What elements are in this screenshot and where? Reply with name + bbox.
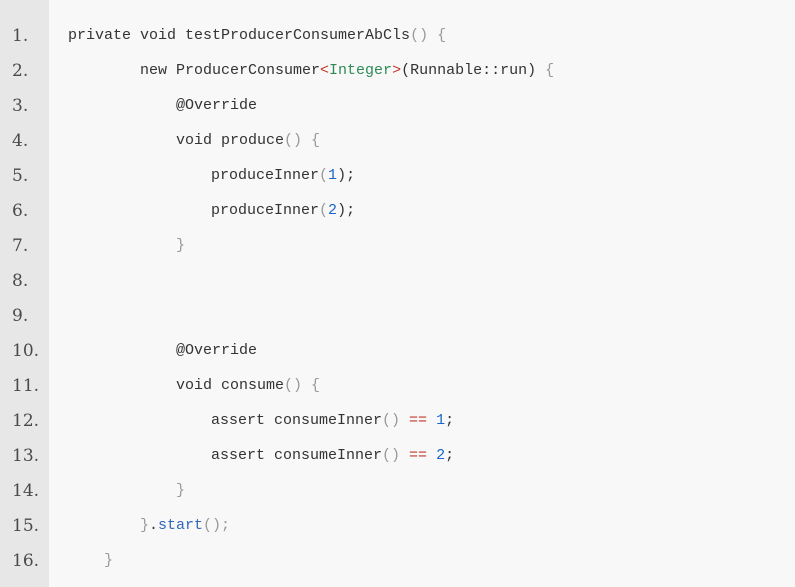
line-number: 7. <box>12 236 29 256</box>
code-token: 1 <box>328 167 338 184</box>
code-token: produceInner <box>211 202 320 219</box>
code-token <box>427 412 436 429</box>
code-line: } <box>176 481 185 501</box>
code-token: 2 <box>436 447 446 464</box>
code-line: } <box>104 551 113 571</box>
code-token: @Override <box>176 97 258 114</box>
line-number: 3. <box>12 96 29 116</box>
code-token: assert consumeInner <box>211 447 383 464</box>
code-token: start <box>158 517 204 534</box>
code-token: () <box>382 447 410 464</box>
line-number: 2. <box>12 61 29 81</box>
code-token: (); <box>203 517 231 534</box>
code-token: } <box>140 517 150 534</box>
code-token: == <box>409 447 428 464</box>
code-token: () { <box>284 132 321 149</box>
code-token: ( <box>319 167 329 184</box>
code-line: @Override <box>176 96 257 116</box>
code-token: ( <box>319 202 329 219</box>
code-token: . <box>149 517 159 534</box>
code-token: produceInner <box>211 167 320 184</box>
code-token: == <box>409 412 428 429</box>
line-number: 6. <box>12 201 29 221</box>
line-number: 1. <box>12 26 29 46</box>
code-token: { <box>545 62 555 79</box>
code-token: private void testProducerConsumerAbCls <box>68 27 411 44</box>
line-number: 15. <box>12 516 40 536</box>
code-token: (Runnable::run) <box>401 62 546 79</box>
line-number: 11. <box>12 376 40 396</box>
code-token: assert consumeInner <box>211 412 383 429</box>
code-token: () { <box>284 377 321 394</box>
line-number: 9. <box>12 306 29 326</box>
code-line: produceInner(2); <box>211 201 355 221</box>
line-number-gutter: 1. 2. 3. 4. 5. 6. 7. 8. 9. 10. 11. 12. 13. 14. 15. 16. <box>0 0 49 587</box>
code-token: ; <box>445 447 455 464</box>
code-line: void produce() { <box>176 131 320 151</box>
code-token: > <box>392 62 402 79</box>
code-token: void produce <box>176 132 285 149</box>
line-number: 12. <box>12 411 40 431</box>
line-number: 8. <box>12 271 29 291</box>
code-token: new ProducerConsumer <box>140 62 321 79</box>
line-number: 10. <box>12 341 40 361</box>
code-line: void consume() { <box>176 376 320 396</box>
code-token: < <box>320 62 330 79</box>
code-token: @Override <box>176 342 258 359</box>
code-line: }.start(); <box>140 516 230 536</box>
code-token: ); <box>337 202 356 219</box>
code-line: assert consumeInner() == 2; <box>211 446 454 466</box>
code-token: } <box>176 482 186 499</box>
code-token: () <box>382 412 410 429</box>
code-line: private void testProducerConsumerAbCls()… <box>68 26 446 46</box>
code-line: produceInner(1); <box>211 166 355 186</box>
line-number: 16. <box>12 551 40 571</box>
line-number: 5. <box>12 166 29 186</box>
code-token <box>427 447 436 464</box>
code-line: new ProducerConsumer<Integer>(Runnable::… <box>140 61 554 81</box>
code-line: @Override <box>176 341 257 361</box>
code-line: } <box>176 236 185 256</box>
code-line: assert consumeInner() == 1; <box>211 411 454 431</box>
code-token: ; <box>445 412 455 429</box>
code-token: ); <box>337 167 356 184</box>
code-token: Integer <box>329 62 393 79</box>
code-token: } <box>104 552 114 569</box>
line-number: 4. <box>12 131 29 151</box>
code-token: 2 <box>328 202 338 219</box>
code-token: () { <box>410 27 447 44</box>
line-number: 13. <box>12 446 40 466</box>
code-token: void consume <box>176 377 285 394</box>
line-number: 14. <box>12 481 40 501</box>
code-token: 1 <box>436 412 446 429</box>
code-token: } <box>176 237 186 254</box>
